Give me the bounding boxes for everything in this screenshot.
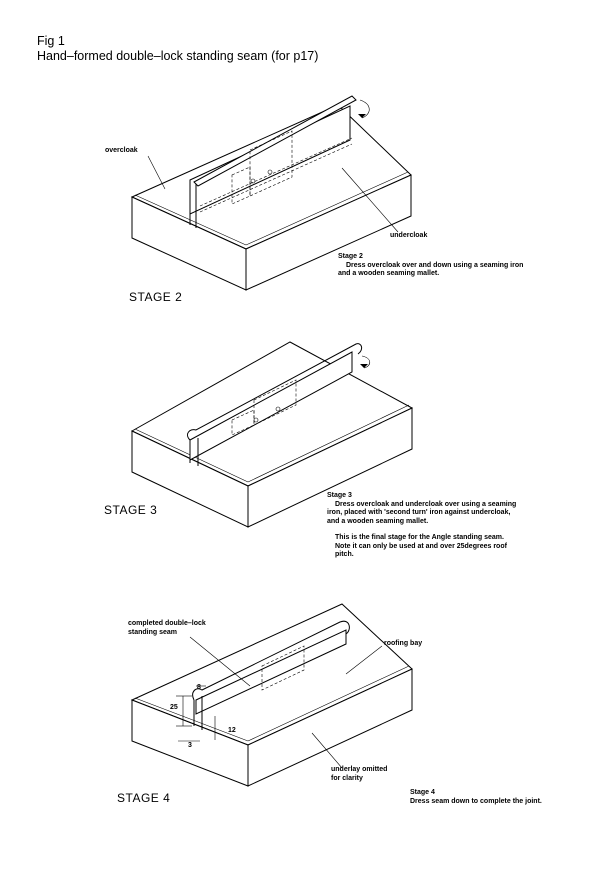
stage3-note2-line: This is the final stage for the Angle st…: [335, 534, 504, 541]
stage2-note-line: and a wooden seaming mallet.: [338, 270, 440, 278]
stage2-clip: [249, 130, 293, 197]
stage4-roofing-bay-label: roofing bay: [384, 640, 423, 647]
stage3-note-line: Dress overcloak and undercloak over usin…: [335, 500, 517, 508]
stage2-board-side: [245, 174, 412, 291]
stage4-completed-seam-label: completed double–lock standing seam: [128, 620, 206, 637]
stage4-completed-line2: standing seam: [128, 628, 178, 636]
stage2-sheet-edge-right: [245, 171, 409, 246]
stage2-overcloak-label: overcloak: [105, 147, 138, 154]
stage2-rotation-arrow-icon: [359, 99, 370, 119]
stage3-note2-line: Note it can only be used at and over 25d…: [335, 542, 507, 550]
stage4-completed-leader: [189, 636, 251, 687]
stage2-overcloak-flap: [193, 95, 357, 187]
stage4-roofing-leader: [345, 645, 383, 675]
stage3-sheet-edge-right: [247, 404, 410, 483]
stage3-label: STAGE 3: [104, 503, 158, 517]
stage4-seam-roll: [192, 620, 350, 701]
stage2-note-line: Dress overcloak over and down using a se…: [346, 261, 524, 269]
stage4-label: STAGE 4: [117, 791, 171, 805]
stage3-nail2: [275, 406, 281, 412]
stage2-note: Stage 2 Dress overcloak over and down us…: [338, 253, 523, 279]
stage2-nail2: [267, 169, 273, 175]
figure-title: Hand–formed double–lock standing seam (f…: [37, 49, 319, 63]
stage2-label: STAGE 2: [129, 290, 183, 304]
stage3-note-line: and a wooden seaming mallet.: [327, 517, 429, 525]
stage4-underlay-line2: for clarity: [331, 774, 363, 782]
figure-number: Fig 1: [37, 34, 65, 48]
stage3-drawing: [130, 341, 414, 528]
stage4-note-line: Dress seam down to complete the joint.: [410, 797, 542, 805]
stage2-arrowhead-icon: [358, 114, 366, 118]
stage3-note2-line: pitch.: [335, 551, 354, 559]
stage2-nail: [250, 178, 256, 184]
stage4-underlay-line1: underlay omitted: [331, 766, 388, 773]
stage3-note-heading: Stage 3: [327, 492, 352, 499]
stage4-underlay-label: underlay omitted for clarity: [331, 766, 387, 783]
stage3-note: Stage 3 Dress overcloak and undercloak o…: [327, 492, 516, 526]
stage4-drawing: [130, 603, 413, 787]
stage3-note2: This is the final stage for the Angle st…: [335, 534, 507, 560]
stage3-clip-tab: [231, 409, 255, 436]
stage2-hidden-line2: [199, 143, 353, 213]
stage4-dim-8: 8: [197, 684, 201, 691]
stage4-sheet-edge: [134, 697, 249, 742]
stage3-note-line: iron, placed with 'second turn' iron aga…: [327, 509, 511, 517]
stage3-board-side: [247, 407, 413, 528]
stage4-dim-12: 12: [228, 727, 236, 734]
stage4-dim-3: 3: [188, 742, 192, 749]
stage2-drawing: [130, 95, 412, 291]
stage4-clip: [261, 645, 305, 691]
stage3-seam-roll: [187, 343, 363, 441]
stage3-nail: [253, 417, 259, 423]
stage4-underlay-leader: [311, 732, 343, 769]
stage4-note: Stage 4 Dress seam down to complete the …: [410, 789, 542, 806]
stage4-dim-25: 25: [170, 704, 178, 711]
stage4-note-heading: Stage 4: [410, 789, 435, 796]
stage2-undercloak-label: undercloak: [390, 232, 428, 239]
stage2-hidden-line: [199, 137, 353, 207]
stage4-seam-upstand: [195, 629, 347, 715]
stage2-note-heading: Stage 2: [338, 253, 363, 260]
stage3-arrowhead-icon: [360, 364, 368, 368]
stage4-board-side: [247, 668, 413, 787]
stage3-rotation-arrow-icon: [361, 355, 371, 369]
stage4-sheet-edge-right: [247, 665, 410, 742]
stage2-overcloak-leader: [147, 155, 166, 190]
stage4-completed-line1: completed double–lock: [128, 620, 206, 627]
stage2-undercloak-leader: [341, 167, 399, 233]
